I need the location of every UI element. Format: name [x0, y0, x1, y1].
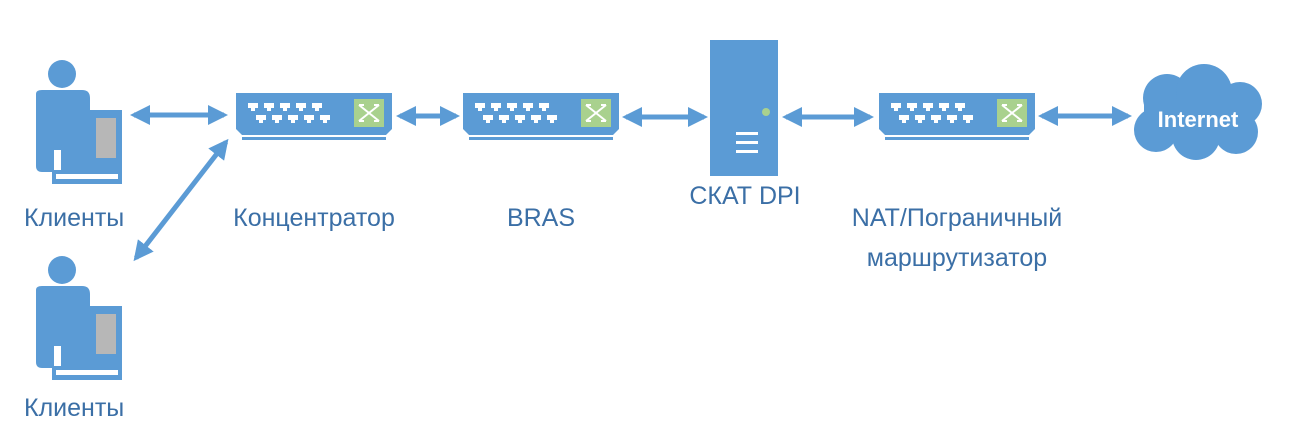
client-user-icon — [36, 60, 122, 184]
cloud-icon: Internet — [1134, 64, 1262, 160]
switch-icon — [236, 93, 392, 140]
bras-label: BRAS — [506, 204, 576, 232]
connection-arrows — [130, 105, 1132, 262]
clients-top-label: Клиенты — [24, 204, 125, 232]
switch-icon — [463, 93, 619, 140]
clients-bottom-label: Клиенты — [24, 394, 125, 422]
dpi-label: СКАТ DPI — [689, 182, 801, 210]
internet-label: Internet — [1158, 107, 1239, 132]
border-router-label-line2: маршрутизатор — [866, 244, 1048, 272]
concentrator-label: Концентратор — [233, 204, 395, 232]
border-router-label-line1: NAT/Пограничный — [851, 204, 1063, 232]
client-user-icon — [36, 256, 122, 380]
switch-icon — [879, 93, 1035, 140]
server-icon — [710, 40, 778, 176]
arrow-icon — [133, 138, 229, 262]
